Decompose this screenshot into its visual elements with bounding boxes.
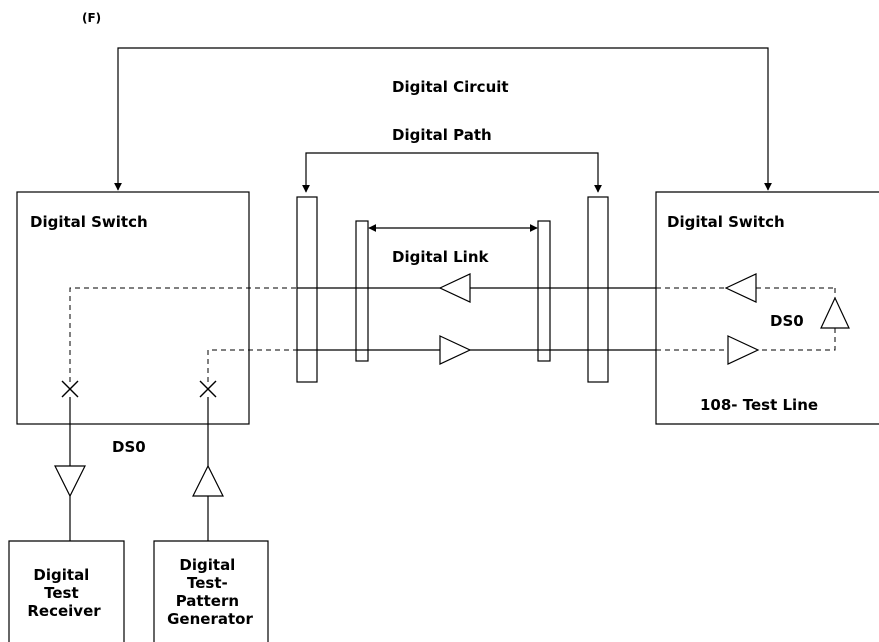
upper-signal-dashed-left bbox=[69, 287, 297, 382]
generator-label: Digital Test- Pattern Generator bbox=[167, 556, 253, 628]
right-digital-switch-box bbox=[655, 191, 879, 425]
left-digital-switch-box bbox=[16, 191, 250, 425]
receiver-amplifier-icon bbox=[54, 465, 86, 498]
left-digital-switch-label: Digital Switch bbox=[30, 213, 148, 231]
right-link-terminal bbox=[537, 220, 551, 362]
loop-amplifier-icon bbox=[820, 296, 850, 329]
ds0-left-label: DS0 bbox=[112, 438, 146, 456]
lower-signal-dashed-left bbox=[207, 349, 297, 382]
ds0-right-label: DS0 bbox=[770, 312, 804, 330]
digital-circuit-label: Digital Circuit bbox=[392, 78, 509, 96]
digital-circuit-arrow bbox=[114, 47, 772, 191]
generator-amplifier-icon bbox=[192, 464, 224, 497]
digital-link-label: Digital Link bbox=[392, 248, 490, 266]
upper-right-amplifier-icon bbox=[724, 273, 757, 303]
loop-dashed-bottom bbox=[758, 328, 836, 351]
right-path-terminal bbox=[587, 196, 609, 383]
left-link-terminal bbox=[355, 220, 369, 362]
lower-right-amplifier-icon bbox=[727, 335, 760, 365]
receiver-box bbox=[8, 540, 125, 642]
generator-box bbox=[153, 540, 269, 642]
lower-left-amplifier-icon bbox=[439, 335, 472, 365]
receiver-label: Digital Test Receiver bbox=[27, 566, 101, 620]
right-crosspoint-icon bbox=[199, 380, 217, 398]
right-digital-switch-label: Digital Switch bbox=[667, 213, 785, 231]
upper-left-amplifier-icon bbox=[438, 273, 471, 303]
test-line-label: 108- Test Line bbox=[700, 396, 818, 414]
digital-path-arrow bbox=[302, 152, 602, 193]
left-path-terminal bbox=[296, 196, 318, 383]
figure-label: (F) bbox=[82, 11, 101, 25]
left-crosspoint-icon bbox=[61, 380, 79, 398]
digital-path-label: Digital Path bbox=[392, 126, 492, 144]
